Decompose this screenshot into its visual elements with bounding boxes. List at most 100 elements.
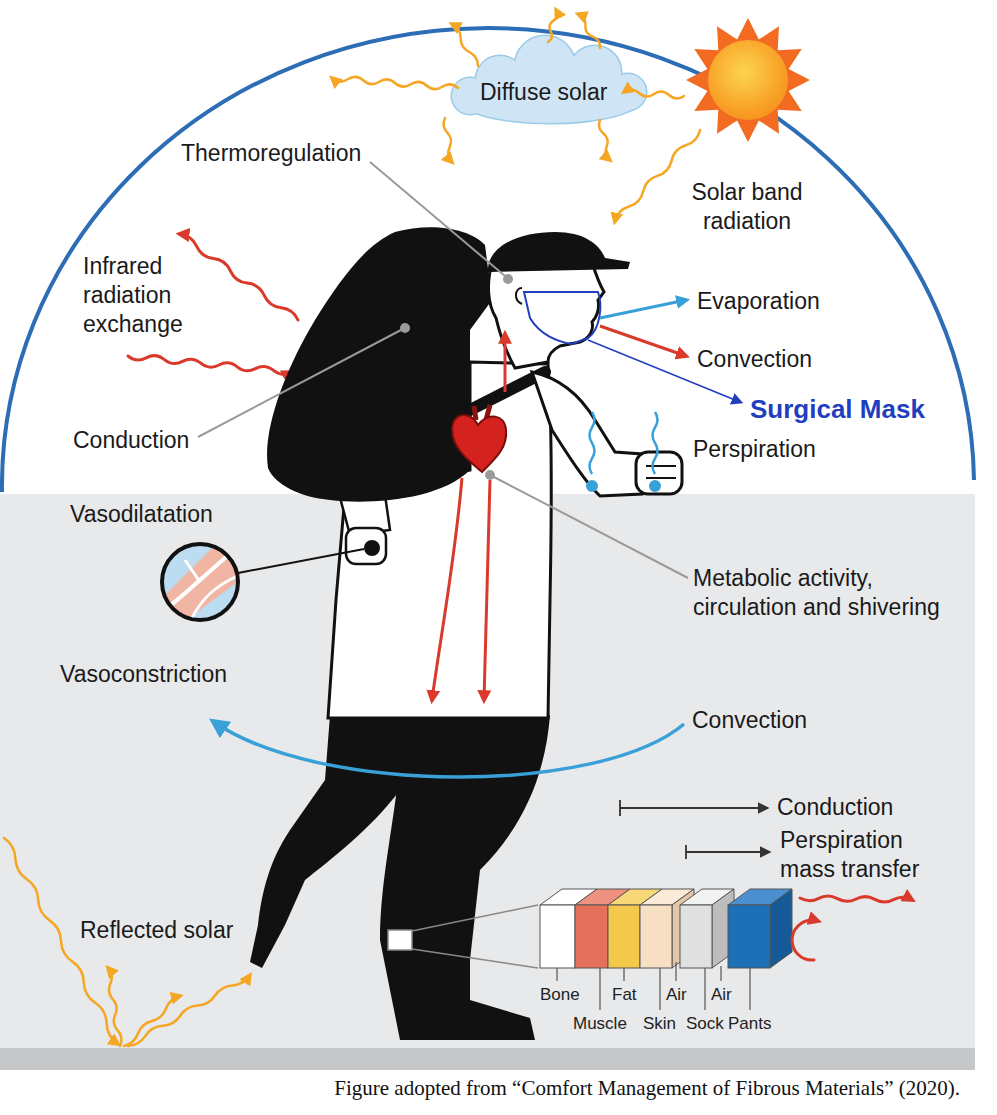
back-arm <box>346 528 386 564</box>
blood-flow-arrow <box>484 480 490 700</box>
layer-pointer <box>412 949 538 968</box>
annotation-label: Evaporation <box>697 287 820 316</box>
solar-arrow <box>624 89 684 98</box>
heat-loss-arrow <box>792 920 818 960</box>
heat-loss-arrow <box>800 896 912 902</box>
layer-block <box>680 905 712 968</box>
bracket-arrow <box>686 851 768 853</box>
infrared-arrow <box>128 356 292 375</box>
layer-pointer <box>412 905 538 931</box>
solar-arrow <box>444 118 452 162</box>
cloud <box>610 74 646 110</box>
sun <box>686 18 810 142</box>
ground <box>0 1048 975 1070</box>
layer-tick <box>557 962 750 1010</box>
cap <box>488 232 630 272</box>
front-arm <box>636 452 682 494</box>
bracket-arrow <box>620 807 766 809</box>
annotation-label: Solar band radiation <box>682 178 812 236</box>
layer-tick <box>720 966 721 981</box>
cloud <box>452 36 646 123</box>
layer-label: Skin <box>643 1013 676 1035</box>
magnifier <box>364 540 380 556</box>
annotation-label: Convection <box>697 345 812 374</box>
layer-block <box>770 889 792 968</box>
solar-arrow <box>108 968 121 1046</box>
mask-label: Surgical Mask <box>750 393 925 425</box>
blood-flow-arrow <box>432 334 505 700</box>
front-arm <box>646 466 676 478</box>
leader-line <box>198 330 401 437</box>
layer-label: Sock <box>686 1013 724 1035</box>
layer-tick <box>749 968 750 1010</box>
solar-arrow <box>578 14 600 48</box>
solar-arrow <box>332 77 458 89</box>
sky-dome <box>2 28 974 492</box>
layer-tick <box>599 968 600 1010</box>
layer-tick <box>675 962 676 981</box>
layer-tick <box>556 968 557 981</box>
solar-arrow <box>4 10 700 1046</box>
annotation-label: Convection <box>692 706 807 735</box>
annotation-label: Vasodilatation <box>70 500 213 529</box>
layer-tick <box>623 968 624 981</box>
annotation-label: Conduction <box>73 426 189 455</box>
magnifier <box>165 552 232 610</box>
layer-label: Bone <box>540 984 580 1006</box>
cloud <box>452 36 646 123</box>
skin-sample-marker <box>388 930 412 950</box>
solar-arrow <box>128 975 250 1046</box>
layer-pointer <box>412 905 538 968</box>
blood-flow-arrow <box>504 334 507 392</box>
solar-arrow <box>124 996 180 1046</box>
leader-dot <box>485 470 495 480</box>
backpack <box>267 227 492 502</box>
layer-label: Muscle <box>573 1013 627 1035</box>
magnifier <box>162 544 238 620</box>
annotation-label: Perspiration mass transfer <box>780 826 940 884</box>
annotation-label: Vasoconstriction <box>60 660 227 689</box>
layer-block <box>540 905 575 968</box>
magnifier <box>160 540 380 625</box>
magnifier <box>238 549 364 573</box>
heart <box>452 405 506 472</box>
magnifier <box>160 542 240 625</box>
bracket-arrow <box>619 800 621 816</box>
layer-block <box>575 905 608 968</box>
layer-block <box>540 889 792 968</box>
annotation-label: Reflected solar <box>80 916 233 945</box>
bracket-arrow <box>620 800 768 859</box>
magnifier <box>185 560 200 582</box>
infrared-arrow <box>180 234 298 320</box>
heart <box>452 415 506 472</box>
layer-label: Air <box>711 984 732 1006</box>
annotation-label: Thermoregulation <box>181 139 361 168</box>
convection-arrow <box>214 722 684 777</box>
sun <box>686 18 810 142</box>
layer-label: Fat <box>612 984 637 1006</box>
annotation-label: Diffuse solar <box>480 78 607 107</box>
layer-block <box>728 905 770 968</box>
solar-arrow <box>599 120 610 160</box>
breath-arrow <box>600 300 686 356</box>
sun <box>708 40 788 120</box>
layer-block <box>640 905 672 968</box>
runner-leg <box>250 715 550 1040</box>
magnifier <box>160 545 240 625</box>
layer-block <box>608 905 640 968</box>
leader-dot <box>400 274 513 480</box>
heat-loss-arrow <box>792 896 912 960</box>
annotation-label: Conduction <box>777 793 893 822</box>
front-arm <box>532 372 642 496</box>
breath-arrow <box>600 326 686 356</box>
annotation-label: Infrared radiation exchange <box>83 252 218 339</box>
solar-arrow <box>452 24 478 66</box>
cloud <box>452 36 646 123</box>
front-arm <box>532 372 682 496</box>
figure-caption: Figure adopted from “Comfort Management … <box>334 1075 960 1101</box>
layer-tick <box>704 968 705 1010</box>
breath-arrow <box>600 300 686 318</box>
leader-line <box>198 162 688 578</box>
leader-line <box>494 477 688 578</box>
